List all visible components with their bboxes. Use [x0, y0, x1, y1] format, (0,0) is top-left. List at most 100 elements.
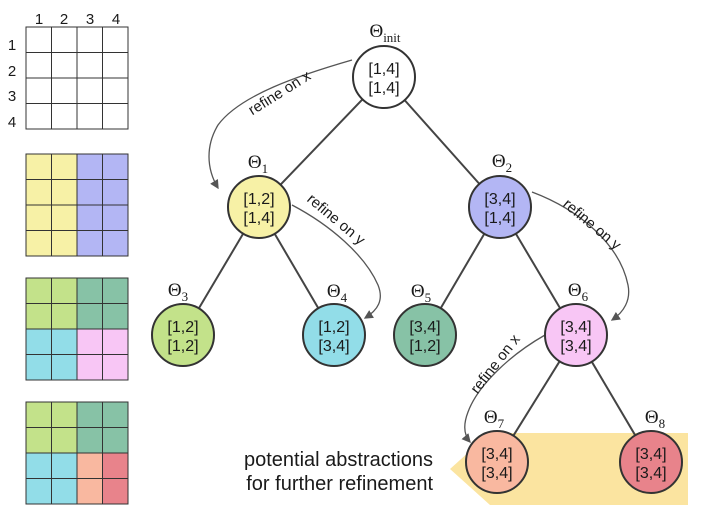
grid-cell — [25, 103, 52, 130]
col-label-3: 3 — [86, 11, 94, 28]
theta-symbol: Θ — [369, 21, 383, 42]
grid-cell — [25, 26, 52, 53]
grid-cell — [76, 153, 103, 180]
theta-symbol: Θ — [645, 407, 659, 428]
refine-arrow-lower-x — [461, 334, 546, 444]
grid-cell — [76, 427, 103, 454]
node-interval-y: [1,4] — [368, 80, 399, 97]
grid-cell — [102, 354, 129, 381]
refine-label-left-y: refine on y — [304, 191, 369, 249]
grid-cell — [25, 303, 52, 330]
node-interval-x: [1,2] — [167, 319, 198, 336]
theta-symbol: Θ — [568, 280, 582, 301]
node-t7: [3,4][3,4]Θ7 — [465, 407, 529, 494]
refine-label-right-y: refine on y — [560, 196, 625, 254]
col-label-1: 1 — [35, 11, 43, 28]
node-t4: [1,2] [3,4] Θ4 — [302, 281, 366, 367]
node-interval-y: [1,4] — [484, 210, 515, 227]
row-label-4: 4 — [8, 114, 16, 131]
grid-cell — [51, 401, 78, 428]
grid-cell — [25, 277, 52, 304]
node-interval-x: [1,2] — [318, 319, 349, 336]
partition-grids — [25, 26, 129, 505]
node-theta-label: Θ8 — [645, 407, 665, 431]
grid-cell — [25, 153, 52, 180]
grid-cell — [76, 478, 103, 505]
grid-cell — [76, 52, 103, 79]
theta-subscript: 6 — [582, 289, 589, 304]
node-circle — [619, 430, 683, 494]
node-t5: [3,4][1,2]Θ5 — [393, 281, 457, 367]
grid-cell — [102, 401, 129, 428]
grid-cell — [51, 452, 78, 479]
node-circle — [302, 303, 366, 367]
grid-cell — [51, 103, 78, 130]
grid-cell — [51, 52, 78, 79]
node-init: [1,4][1,4]Θinit — [352, 21, 416, 109]
grid-cell — [25, 230, 52, 257]
node-theta-label: Θinit — [369, 21, 400, 45]
grid-cell — [102, 328, 129, 355]
refine-arrow-right-y — [531, 191, 630, 321]
grid-cell — [76, 230, 103, 257]
grid-cell — [102, 427, 129, 454]
grid-cell — [102, 77, 129, 104]
grid-cell — [102, 452, 129, 479]
edge-init-t1 — [279, 98, 364, 186]
node-interval-x: [3,4] — [560, 319, 591, 336]
grid-cell — [76, 354, 103, 381]
node-interval-x: [1,2] — [243, 191, 274, 208]
grid-cell — [25, 354, 52, 381]
edge-t6-t7 — [512, 360, 561, 437]
edge-t6-t8 — [590, 361, 637, 436]
node-circle — [465, 430, 529, 494]
grid-cell — [25, 427, 52, 454]
node-theta-label: Θ4 — [327, 281, 348, 305]
node-t8: [3,4][3,4]Θ8 — [619, 407, 683, 494]
node-theta-label: Θ3 — [168, 280, 188, 304]
edge-t2-t6 — [514, 233, 562, 309]
grid-cell — [51, 204, 78, 231]
node-interval-x: [3,4] — [481, 446, 512, 463]
theta-symbol: Θ — [484, 407, 498, 428]
node-interval-y: [1,2] — [167, 338, 198, 355]
grid-cell — [76, 452, 103, 479]
grid-initial — [25, 26, 129, 130]
theta-subscript: 5 — [425, 290, 432, 305]
edge-t2-t5 — [439, 233, 486, 309]
grid-cell — [25, 452, 52, 479]
grid-cell — [102, 103, 129, 130]
grid-split-x — [25, 153, 129, 257]
grid-cell — [51, 328, 78, 355]
refine-arrow-root-x — [208, 59, 353, 190]
theta-symbol: Θ — [327, 281, 341, 302]
node-circle — [393, 303, 457, 367]
grid-cell — [76, 277, 103, 304]
node-interval-y: [1,4] — [243, 210, 274, 227]
node-theta-label: Θ1 — [248, 152, 268, 176]
grid-cell — [102, 478, 129, 505]
grid-cell — [76, 103, 103, 130]
grid-cell — [102, 153, 129, 180]
grid-cell — [51, 230, 78, 257]
node-interval-y: [3,4] — [318, 338, 349, 355]
theta-subscript: 1 — [262, 161, 269, 176]
grid-cell — [25, 401, 52, 428]
theta-subscript: 3 — [182, 289, 189, 304]
caption-line-2: for further refinement — [246, 473, 433, 495]
theta-symbol: Θ — [411, 281, 425, 302]
node-t6: [3,4] [3,4] Θ6 — [544, 280, 608, 367]
refine-label-lower-x: refine on x — [467, 331, 524, 397]
theta-symbol: Θ — [492, 151, 506, 172]
grid-cell — [51, 179, 78, 206]
grid-cell — [51, 478, 78, 505]
grid-cell — [25, 478, 52, 505]
grid-cell — [51, 77, 78, 104]
node-interval-y: [3,4] — [560, 338, 591, 355]
refine-arrows — [208, 59, 630, 444]
refine-arrow-left-y — [291, 204, 381, 319]
theta-subscript: 8 — [659, 416, 666, 431]
grid-cell — [25, 204, 52, 231]
caption-line-1: potential abstractions — [244, 449, 433, 471]
grid-split-x-again — [25, 401, 129, 505]
